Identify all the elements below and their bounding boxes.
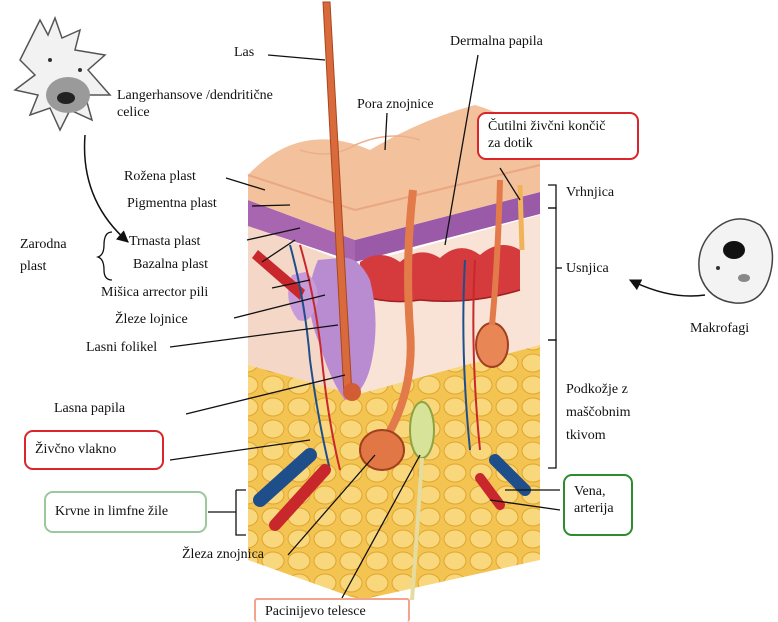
- label-plast: plast: [20, 258, 46, 275]
- box-vena-arterija: Vena, arterija: [563, 474, 633, 536]
- label-makrofagi: Makrofagi: [690, 320, 749, 337]
- box-cutilni-line-2: za dotik: [488, 135, 628, 152]
- label-zleze-lojnice: Žleze lojnice: [115, 311, 188, 328]
- label-vrhnjica: Vrhnjica: [566, 184, 614, 201]
- langerhans-arrow: [85, 135, 128, 242]
- langerhans-cell-illustration: [15, 18, 110, 130]
- label-rozena-plast: Rožena plast: [124, 168, 196, 185]
- box-cutilni-line-1: Čutilni živčni končič: [488, 118, 628, 135]
- label-langerhans: Langerhansove /dendritične: [117, 87, 273, 104]
- box-vena-line-1: Vena,: [574, 483, 622, 500]
- box-zivcno-vlakno: Živčno vlakno: [24, 430, 164, 470]
- label-usnjica: Usnjica: [566, 260, 609, 277]
- label-lasna-papila: Lasna papila: [54, 400, 125, 417]
- box-zivcno-vlakno-text: Živčno vlakno: [35, 441, 153, 458]
- label-las: Las: [234, 44, 254, 61]
- label-podkozje-3: tkivom: [566, 427, 606, 444]
- box-pacinijevo-text: Pacinijevo telesce: [265, 603, 399, 620]
- label-bazalna-plast: Bazalna plast: [133, 256, 208, 273]
- label-lasni-folikel: Lasni folikel: [86, 339, 157, 356]
- box-cutilni-zivcni-koncic: Čutilni živčni končič za dotik: [477, 112, 639, 160]
- label-dermalna-papila: Dermalna papila: [450, 33, 543, 50]
- label-zarodna: Zarodna: [20, 236, 67, 253]
- box-vena-line-2: arterija: [574, 500, 622, 517]
- macrophage-illustration: [699, 219, 773, 303]
- box-krvne-text: Krvne in limfne žile: [55, 503, 196, 520]
- label-zleza-znojnica: Žleza znojnica: [182, 546, 264, 563]
- label-podkozje-1: Podkožje z: [566, 381, 628, 398]
- label-trnasta-plast: Trnasta plast: [129, 233, 200, 250]
- macrophage-arrow: [630, 280, 705, 296]
- label-misica-arrector-pili: Mišica arrector pili: [101, 284, 208, 301]
- label-pigmentna-plast: Pigmentna plast: [127, 195, 217, 212]
- label-podkozje-2: maščobnim: [566, 404, 631, 421]
- box-krvne-limfne-zile: Krvne in limfne žile: [44, 491, 207, 533]
- box-pacinijevo-telesce: Pacinijevo telesce: [254, 598, 410, 622]
- label-langerhans-2: celice: [117, 104, 150, 121]
- label-pora-znojnice: Pora znojnice: [357, 96, 434, 113]
